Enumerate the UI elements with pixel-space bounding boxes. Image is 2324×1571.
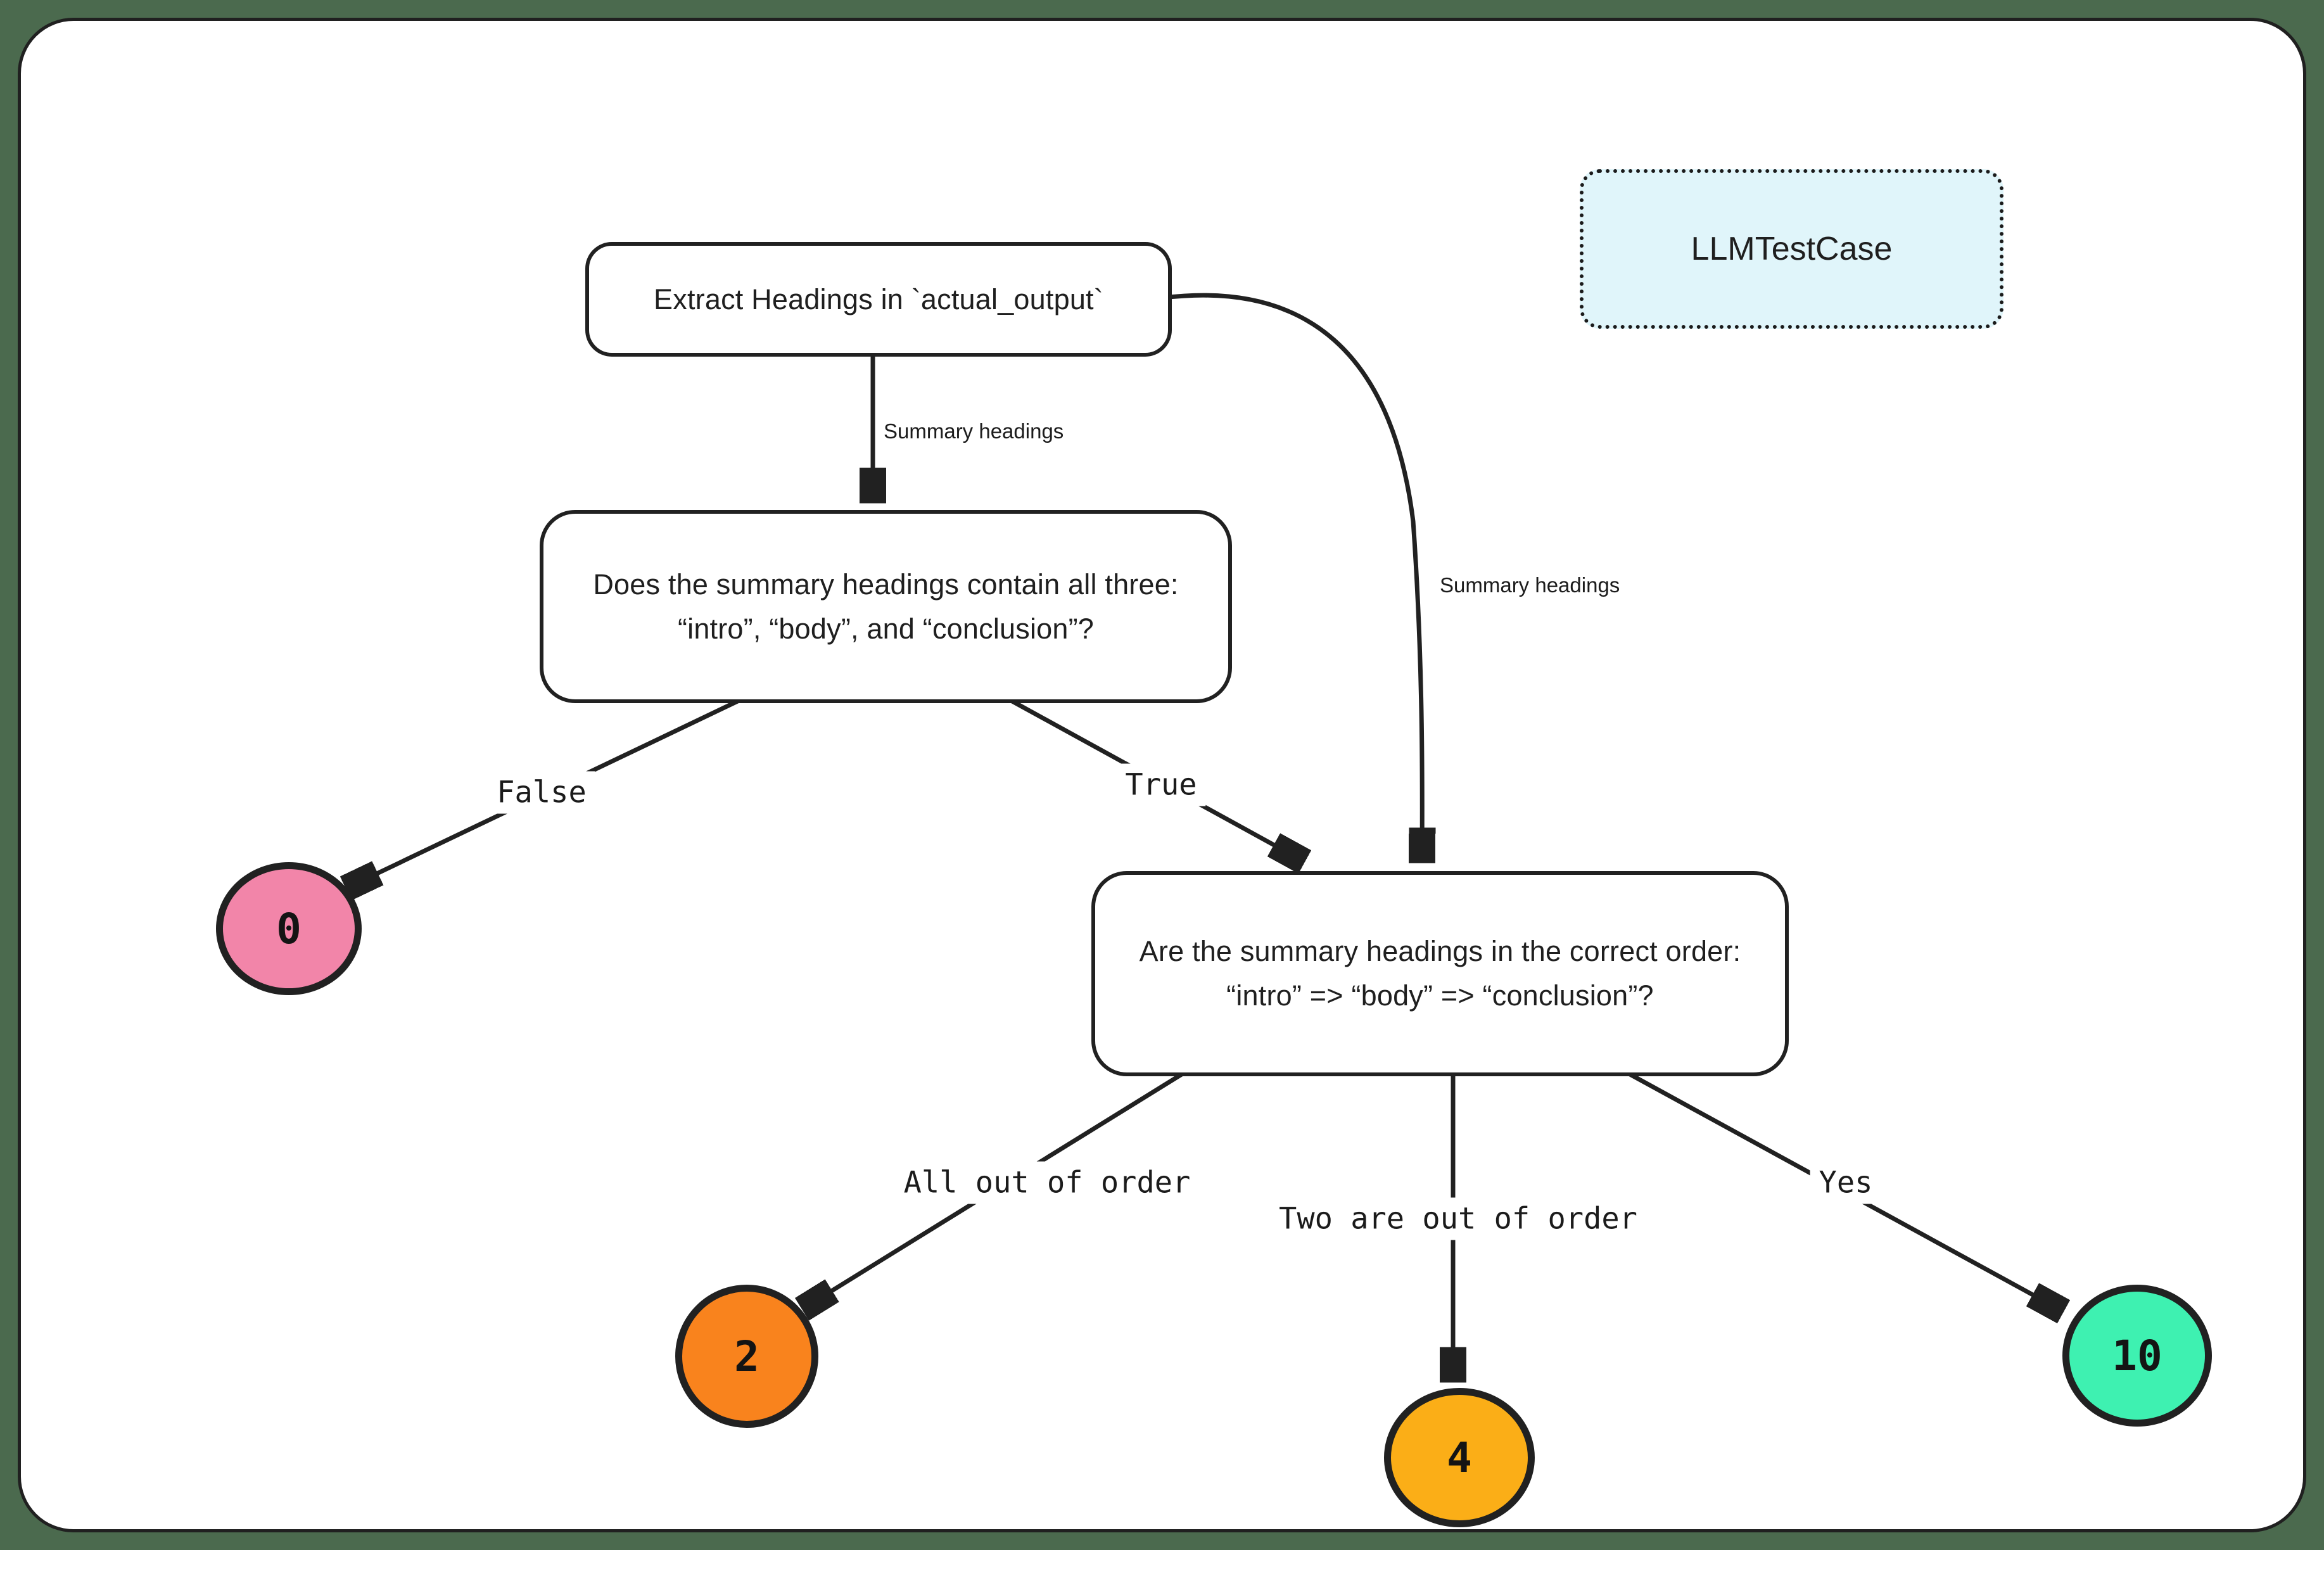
diagram-card: Extract Headings in `actual_output` Does… bbox=[18, 18, 2306, 1532]
node-correct-order: Are the summary headings in the correct … bbox=[1091, 871, 1789, 1076]
score-node-2: 2 bbox=[675, 1285, 818, 1428]
edge-label-summary-headings-2: Summary headings bbox=[1440, 573, 1620, 597]
node-contains-all-three: Does the summary headings contain all th… bbox=[540, 510, 1232, 703]
edge-label-two-out-of-order: Two are out of order bbox=[1270, 1197, 1646, 1240]
score-node-10: 10 bbox=[2062, 1285, 2212, 1427]
llm-test-case-badge: LLMTestCase bbox=[1580, 169, 2003, 329]
edge-label-true: True bbox=[1116, 763, 1206, 806]
edge-extract-to-order-curve bbox=[1162, 293, 1422, 861]
score-node-0: 0 bbox=[216, 862, 362, 995]
score-node-4: 4 bbox=[1384, 1388, 1535, 1527]
node-extract-headings: Extract Headings in `actual_output` bbox=[585, 242, 1172, 357]
edge-label-false: False bbox=[488, 771, 595, 814]
edge-label-summary-headings-1: Summary headings bbox=[884, 419, 1064, 443]
edge-label-yes: Yes bbox=[1810, 1161, 1882, 1204]
edge-label-all-out-of-order: All out of order bbox=[894, 1161, 1200, 1204]
